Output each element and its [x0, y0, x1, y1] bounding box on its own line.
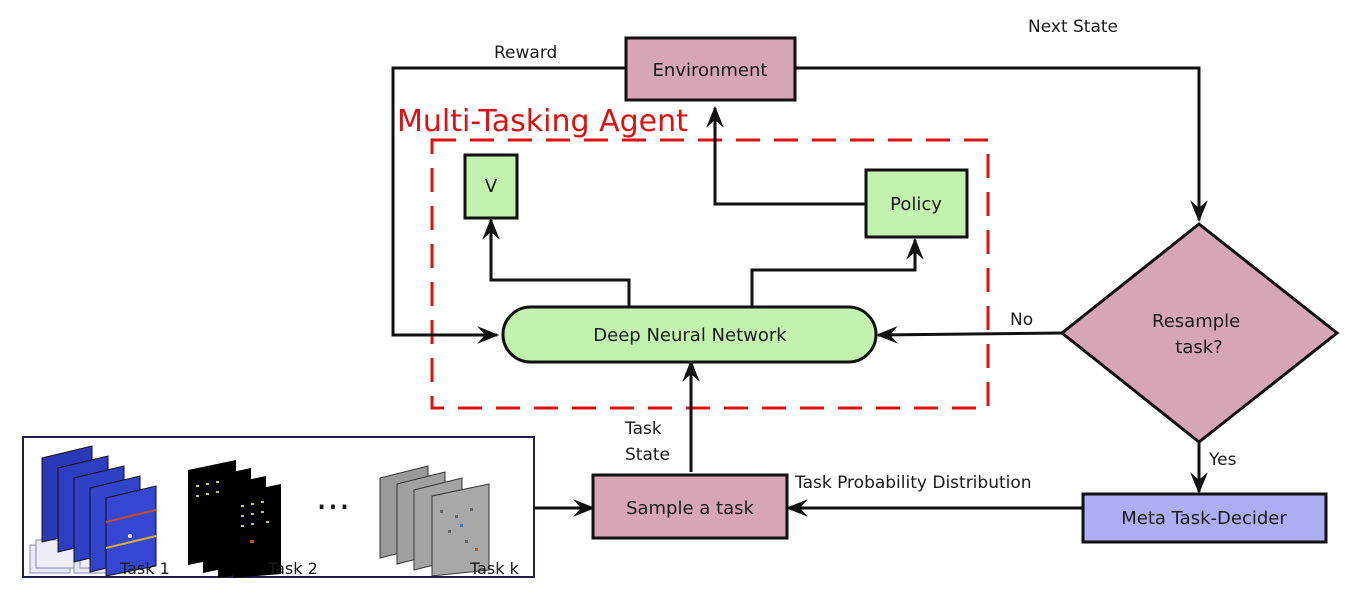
agent-title: Multi-Tasking Agent — [397, 104, 688, 139]
task-state-line-1: Task — [624, 419, 662, 439]
task-1-frames — [29, 445, 157, 577]
task-2-frames — [188, 460, 281, 578]
policy-node — [864, 168, 969, 239]
sample-task-node — [591, 473, 789, 540]
edge-no — [875, 325, 1065, 344]
agent-boundary — [430, 138, 990, 410]
yes-label: Yes — [1208, 450, 1237, 470]
edge-dnn-to-v — [482, 217, 631, 307]
resample-label: Resample task? — [1152, 311, 1246, 358]
next-state-label: Next State — [1028, 17, 1118, 37]
sample-task-label: Sample a task — [626, 498, 754, 519]
resample-label-line-2: task? — [1175, 337, 1222, 358]
task-prob-label: Task Probability Distribution — [794, 473, 1032, 493]
meta-decider-label: Meta Task-Decider — [1121, 508, 1287, 529]
dnn-label: Deep Neural Network — [593, 325, 787, 346]
task-1-label: Task 1 — [119, 559, 170, 578]
task-state-line-2: State — [625, 445, 670, 465]
edge-dnn-to-policy — [750, 237, 924, 307]
task-2-label: Task 2 — [267, 559, 318, 578]
task-k-frames — [379, 465, 490, 577]
environment-node — [624, 36, 797, 102]
resample-decision — [1059, 222, 1340, 444]
edge-policy-to-env — [706, 105, 866, 206]
task-k-label: Task k — [469, 559, 520, 578]
policy-label: Policy — [890, 194, 942, 215]
dnn-node — [501, 305, 878, 364]
edge-reward — [391, 66, 626, 344]
no-label: No — [1010, 310, 1033, 330]
task-state-label: Task State — [624, 419, 670, 465]
resample-label-line-1: Resample — [1152, 311, 1240, 332]
edge-next-state — [795, 66, 1208, 223]
reward-label: Reward — [494, 43, 557, 63]
v-node — [463, 153, 519, 220]
tasks-ellipsis: ··· — [316, 487, 350, 528]
meta-decider-node — [1081, 492, 1328, 544]
environment-label: Environment — [653, 60, 768, 81]
v-label: V — [485, 176, 498, 197]
